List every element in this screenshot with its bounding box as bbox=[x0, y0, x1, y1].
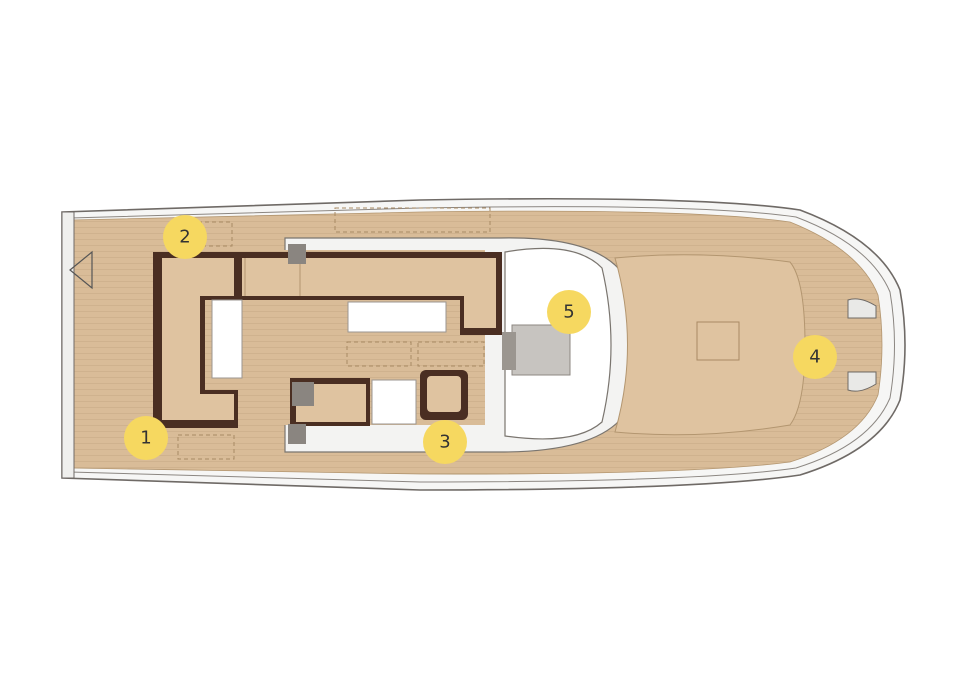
bulkhead-top bbox=[288, 244, 306, 264]
storage-hatch-4 bbox=[334, 207, 491, 233]
transom bbox=[61, 211, 75, 479]
hull-rubrail bbox=[69, 206, 895, 483]
bow-hatch-upper bbox=[847, 298, 877, 319]
galley-counter bbox=[347, 301, 447, 333]
storage-hatch-1 bbox=[346, 341, 412, 367]
marker-1-label: 1 bbox=[140, 428, 151, 449]
marker-3-label: 3 bbox=[439, 432, 450, 453]
foredeck-hatch bbox=[696, 321, 740, 361]
storage-hatch-5 bbox=[177, 434, 235, 460]
cockpit-table bbox=[211, 299, 243, 379]
marker-5[interactable]: 5 bbox=[547, 290, 591, 334]
helm-seat-companion bbox=[502, 332, 516, 370]
marker-2-label: 2 bbox=[179, 227, 190, 248]
side-bench-cushion bbox=[242, 258, 496, 328]
marker-4-label: 4 bbox=[809, 347, 820, 368]
marker-2[interactable]: 2 bbox=[163, 215, 207, 259]
marker-5-label: 5 bbox=[563, 302, 574, 323]
foredeck-sunpad bbox=[614, 254, 806, 436]
aft-sofa-cushion bbox=[162, 258, 234, 420]
bow-hatch-lower bbox=[847, 371, 877, 392]
marker-4[interactable]: 4 bbox=[793, 335, 837, 379]
marker-1[interactable]: 1 bbox=[124, 416, 168, 460]
marker-3[interactable]: 3 bbox=[423, 420, 467, 464]
starboard-seat-back bbox=[292, 382, 314, 406]
storage-hatch-2 bbox=[417, 341, 485, 367]
fridge-unit bbox=[371, 379, 417, 425]
swim-ladder-icon bbox=[69, 250, 93, 290]
helm-seat-cushion bbox=[427, 376, 461, 412]
helm-dashboard bbox=[511, 324, 571, 376]
bulkhead-bottom bbox=[288, 424, 306, 444]
